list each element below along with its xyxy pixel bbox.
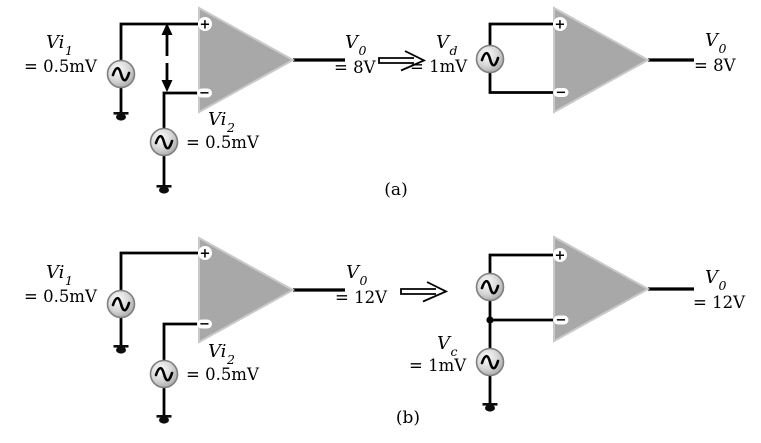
minus-input-wire (162, 91, 199, 129)
ground-icon (482, 403, 498, 412)
output-label: V0 (345, 32, 367, 58)
svg-text:+: + (200, 247, 211, 262)
minus-input-wire (162, 322, 199, 361)
minus-input-wire (488, 72, 554, 94)
ac-source-icon (106, 289, 136, 319)
output-label: V0 (346, 262, 368, 288)
ground-icon (156, 185, 172, 194)
opamp-triangle (553, 235, 651, 343)
svg-text:−: − (199, 86, 210, 101)
ac-source-icon (475, 44, 505, 74)
output-value: = 12V (693, 293, 745, 312)
source-value: = 1mV (410, 57, 468, 76)
source1-value: = 0.5mV (24, 57, 97, 76)
plus-input-wire (488, 253, 554, 274)
diff-arrow-up-icon (161, 23, 173, 56)
minus-terminal: − (553, 313, 569, 328)
caption-a: (a) (384, 180, 408, 200)
source1-label: Vi1 (46, 32, 73, 58)
plus-terminal: + (198, 17, 212, 33)
implies-arrow-icon (378, 50, 427, 72)
implies-arrow-icon (400, 281, 449, 303)
plus-input-wire (119, 251, 199, 291)
opamp-triangle (198, 6, 296, 114)
svg-text:−: − (556, 313, 567, 328)
ac-source-icon (475, 347, 505, 377)
circuit-a-left: + − (106, 6, 345, 194)
ac-source-icon (475, 272, 505, 302)
svg-text:+: + (200, 18, 211, 33)
opamp-triangle (553, 6, 651, 114)
plus-terminal: + (198, 246, 212, 262)
output-label: V0 (705, 30, 727, 56)
circuit-b-left: + − (106, 236, 345, 424)
ground-icon (156, 415, 172, 424)
source2-label: Vi2 (208, 341, 235, 367)
ac-source-icon (149, 127, 179, 157)
circuit-b-right: + − (475, 235, 694, 412)
source1-label: Vi1 (46, 262, 73, 288)
ac-source-icon (106, 59, 136, 89)
source2-value: = 0.5mV (186, 365, 259, 384)
source-label: Vd (436, 32, 458, 58)
svg-text:−: − (556, 86, 567, 101)
plus-input-wire (488, 22, 554, 46)
caption-b: (b) (395, 408, 421, 428)
source-label: Vc (437, 333, 458, 359)
output-value: = 12V (335, 288, 387, 307)
circuit-a-right: + − (475, 6, 694, 114)
plus-terminal: + (553, 17, 567, 33)
svg-text:+: + (555, 18, 566, 33)
svg-text:+: + (555, 249, 566, 264)
source2-label: Vi2 (208, 109, 235, 135)
plus-input-wire (119, 22, 199, 61)
diff-arrow-down-icon (161, 63, 173, 92)
plus-terminal: + (553, 248, 567, 264)
ac-source-icon (149, 359, 179, 389)
source1-value: = 0.5mV (24, 287, 97, 306)
ground-icon (113, 112, 129, 121)
minus-terminal: − (553, 86, 569, 101)
output-value: = 8V (694, 56, 736, 75)
output-value: = 8V (334, 58, 376, 77)
opamp-triangle (198, 236, 296, 344)
minus-terminal: − (197, 317, 212, 332)
output-label: V0 (705, 267, 727, 293)
svg-text:−: − (199, 317, 210, 332)
source2-value: = 0.5mV (186, 133, 259, 152)
ground-icon (113, 345, 129, 354)
minus-terminal: − (197, 86, 212, 101)
junction-dot (486, 316, 494, 324)
source-value: = 1mV (409, 356, 467, 375)
